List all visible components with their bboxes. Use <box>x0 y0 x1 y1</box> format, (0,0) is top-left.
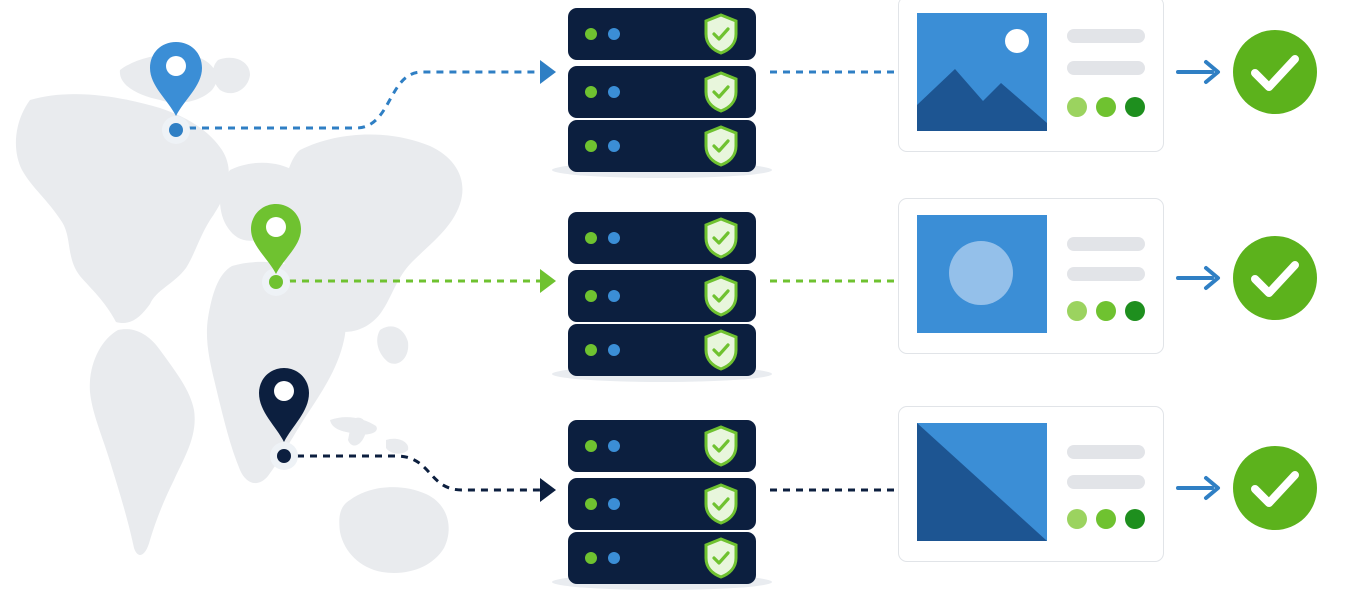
route-line-3 <box>284 454 540 492</box>
server-unit <box>568 420 756 472</box>
status-led <box>608 28 620 40</box>
server-unit <box>568 8 756 60</box>
shield-check-icon <box>704 217 738 259</box>
shield-check-icon <box>704 425 738 467</box>
status-led <box>608 290 620 302</box>
arrow-right-icon <box>1176 266 1220 290</box>
status-led <box>608 498 620 510</box>
arrow-right-icon <box>540 60 556 84</box>
arrow-right-icon <box>540 269 556 293</box>
shield-check-icon <box>704 329 738 371</box>
status-led <box>608 232 620 244</box>
location-pin-icon <box>246 202 306 312</box>
status-led <box>608 440 620 452</box>
status-led <box>585 440 597 452</box>
server-unit <box>568 270 756 322</box>
server-stack <box>552 212 772 388</box>
server-stack <box>552 8 772 184</box>
shield-check-icon <box>704 275 738 317</box>
image-placeholder-icon <box>917 215 1047 333</box>
status-led <box>585 290 597 302</box>
status-led <box>585 552 597 564</box>
shield-check-icon <box>704 483 738 525</box>
status-led <box>585 28 597 40</box>
image-placeholder-icon <box>917 423 1047 541</box>
status-led <box>585 344 597 356</box>
server-stack <box>552 420 772 596</box>
server-unit <box>568 532 756 584</box>
image-placeholder-icon <box>917 13 1047 131</box>
server-unit <box>568 478 756 530</box>
checkmark-circle-icon <box>1233 30 1317 114</box>
arrow-right-icon <box>1176 476 1220 500</box>
content-card <box>898 198 1164 354</box>
shield-check-icon <box>704 125 738 167</box>
arrow-right-icon <box>540 478 556 502</box>
checkmark-circle-icon <box>1233 446 1317 530</box>
shield-check-icon <box>704 537 738 579</box>
server-unit <box>568 66 756 118</box>
arrow-right-icon <box>1176 60 1220 84</box>
status-led <box>585 86 597 98</box>
status-led <box>608 552 620 564</box>
status-led <box>585 232 597 244</box>
content-card <box>898 406 1164 562</box>
shield-check-icon <box>704 13 738 55</box>
location-pin-icon <box>254 366 314 476</box>
checkmark-circle-icon <box>1233 236 1317 320</box>
server-unit <box>568 324 756 376</box>
route-line-1 <box>176 70 540 130</box>
content-card <box>898 0 1164 152</box>
status-led <box>585 140 597 152</box>
server-unit <box>568 212 756 264</box>
status-led <box>608 86 620 98</box>
world-map <box>15 54 463 573</box>
location-pin-icon <box>146 38 206 148</box>
status-led <box>585 498 597 510</box>
shield-check-icon <box>704 71 738 113</box>
server-unit <box>568 120 756 172</box>
status-led <box>608 140 620 152</box>
status-led <box>608 344 620 356</box>
